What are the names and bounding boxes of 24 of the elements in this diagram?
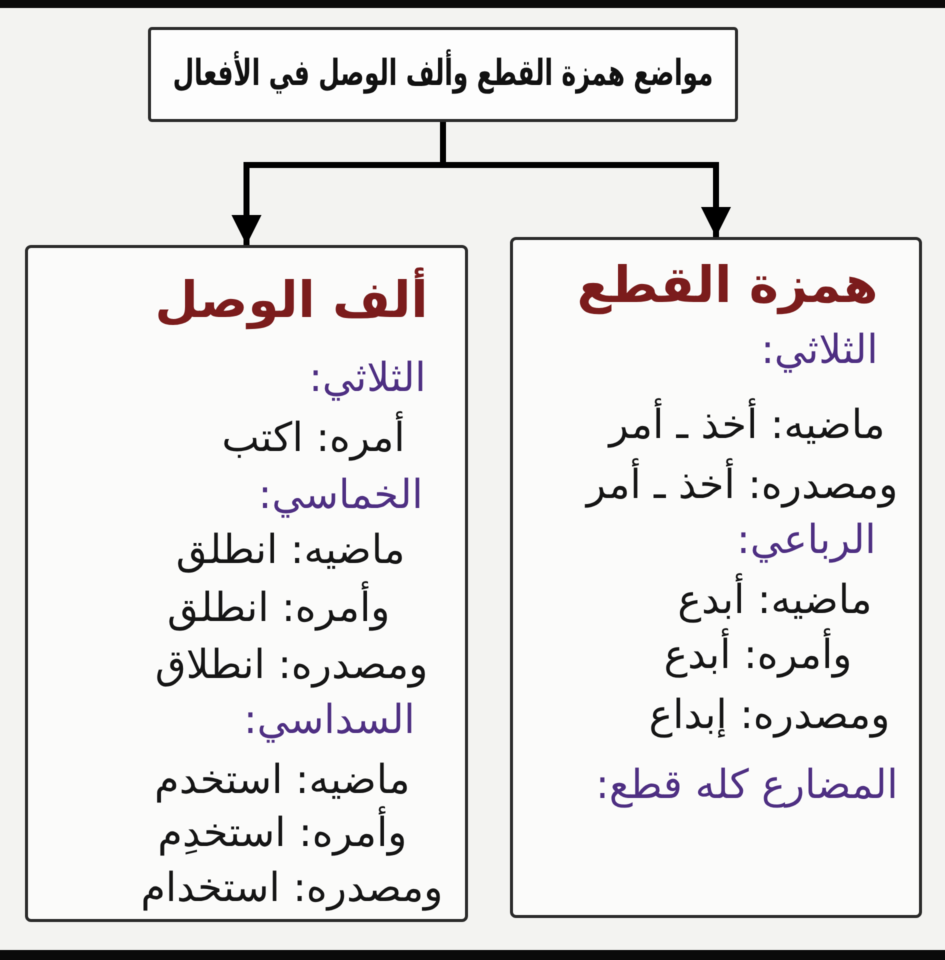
body-text: ماضيه: أخذ ـ أمر [609, 399, 885, 451]
body-text: وأمره: انطلق [167, 582, 390, 634]
body-text: أمره: اكتب [222, 412, 405, 464]
body-text: ومصدره: انطلاق [155, 641, 428, 690]
subheading-text: الخماسي: [258, 471, 423, 520]
body-text: ومصدره: إبداع [648, 691, 890, 740]
content-box [25, 245, 468, 922]
body-text: ماضيه: أبدع [678, 574, 872, 626]
heading-text: ألف الوصل [154, 268, 428, 332]
subheading-text: الثلاثي: [760, 326, 878, 375]
body-text: ماضيه: انطلق [176, 526, 405, 575]
heading-text: همزة القطع [577, 254, 878, 316]
body-text: وأمره: استخدِم [158, 807, 407, 859]
body-text: ومصدره: أخذ ـ أمر [586, 459, 898, 511]
title-text: مواضع همزة القطع وألف الوصل في الأفعال [172, 50, 714, 98]
body-text: ومصدره: استخدام [140, 864, 443, 913]
body-text: ماضيه: استخدم [154, 756, 410, 805]
subheading-text: المضارع كله قطع: [596, 761, 898, 810]
content-box [510, 237, 922, 918]
title-box [148, 27, 738, 122]
body-text: وأمره: أبدع [664, 629, 852, 681]
subheading-text: الثلاثي: [308, 354, 426, 403]
subheading-text: السداسي: [244, 696, 415, 745]
subheading-text: الرباعي: [736, 516, 876, 565]
